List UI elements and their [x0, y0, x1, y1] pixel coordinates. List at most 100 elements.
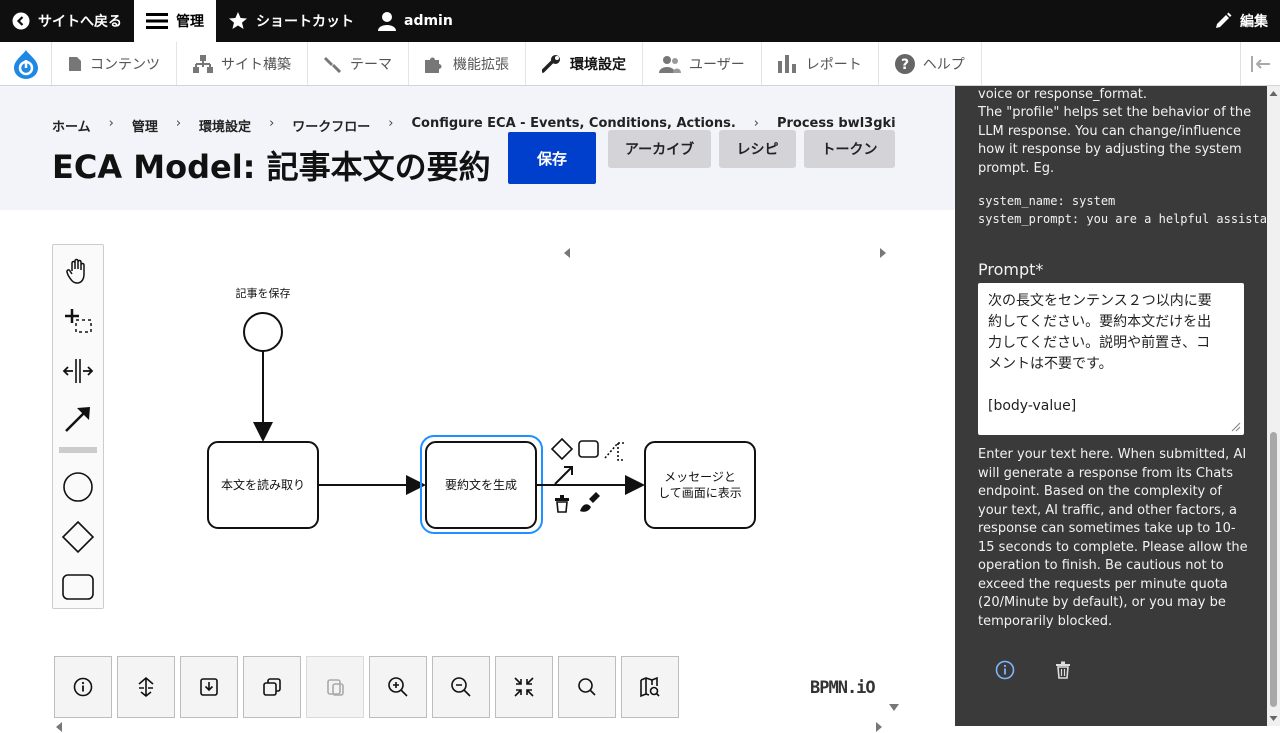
bpmn-io-logo[interactable]: BPMN.iO [810, 678, 876, 698]
panel-scroll-thumb[interactable] [1270, 432, 1277, 707]
help-line-10: temporarily blocked. [978, 613, 1113, 629]
shortcuts-tab[interactable]: ショートカット [216, 0, 366, 42]
breadcrumb-home[interactable]: ホーム [52, 120, 91, 135]
copy-button[interactable] [243, 656, 301, 718]
connect-arrow-icon[interactable] [554, 466, 573, 485]
admin-menu-tray: コンテンツ サイト構築 テーマ 機能拡張 環境設定 ユーザー レポート ? ヘル… [0, 42, 1280, 86]
paste-button[interactable] [306, 656, 364, 718]
panel-scrollbar[interactable] [1267, 86, 1280, 726]
append-task-icon[interactable] [578, 440, 599, 458]
search-button[interactable] [558, 656, 616, 718]
tray-item-structure[interactable]: サイト構築 [177, 42, 308, 85]
tray-item-people[interactable]: ユーザー [643, 42, 762, 85]
canvas-bottom-scrollbar[interactable] [52, 720, 892, 733]
space-tool[interactable] [53, 349, 103, 393]
zoom-in-button[interactable] [369, 656, 427, 718]
breadcrumb-process[interactable]: Process bwl3gki [776, 116, 896, 131]
archive-button[interactable]: アーカイブ [608, 130, 711, 168]
tray-item-label: テーマ [350, 56, 392, 73]
help-icon: ? [894, 53, 915, 74]
scroll-right-icon[interactable] [880, 248, 886, 258]
task-show-message[interactable] [644, 441, 756, 529]
start-event[interactable] [243, 312, 283, 352]
tray-item-label: 環境設定 [570, 56, 626, 73]
tray-item-content[interactable]: コンテンツ [52, 42, 177, 85]
shortcuts-label: ショートカット [256, 14, 354, 30]
breadcrumb-admin[interactable]: 管理 [131, 120, 158, 135]
edit-button[interactable]: 編集 [1202, 0, 1280, 42]
scroll-down-icon[interactable] [886, 700, 902, 716]
people-icon [659, 55, 681, 73]
token-button[interactable]: トークン [804, 130, 895, 168]
zoom-out-button[interactable] [432, 656, 490, 718]
scroll-up-icon[interactable] [1267, 88, 1280, 100]
svg-text:?: ? [901, 57, 909, 73]
scroll-left-icon[interactable] [564, 248, 570, 258]
tray-item-label: ユーザー [689, 56, 745, 73]
breadcrumb-config[interactable]: 環境設定 [199, 120, 252, 135]
create-gateway-tool[interactable] [53, 515, 103, 559]
edit-label: 編集 [1240, 14, 1268, 30]
help-line-6: 15 seconds to complete. Please allow the [978, 539, 1248, 555]
layout-button[interactable] [117, 656, 175, 718]
task-show-message-label-1: メッセージと [664, 470, 736, 484]
prompt-label: Prompt* [978, 260, 1044, 279]
prompt-line: メントは不要です。 [988, 356, 1113, 372]
tray-item-config[interactable]: 環境設定 [526, 42, 643, 85]
tray-item-extend[interactable]: 機能拡張 [409, 42, 526, 85]
tray-collapse-button[interactable] [1240, 42, 1280, 85]
info-icon [73, 677, 93, 697]
info-icon[interactable] [995, 660, 1015, 680]
pencil-icon [1216, 12, 1232, 28]
annotation-icon[interactable] [604, 442, 624, 461]
recipe-button[interactable]: レシピ [719, 130, 796, 168]
bpmn-diagram: 記事を保存 本文を読み取り 要約文を生成 メッセージと して画面に表示 [207, 286, 756, 534]
task-generate-summary-label: 要約文を生成 [445, 477, 517, 492]
start-event-label: 記事を保存 [236, 286, 291, 300]
resize-handle-icon[interactable] [1231, 422, 1241, 432]
tray-item-help[interactable]: ? ヘルプ [879, 42, 982, 85]
palette-separator [59, 447, 97, 453]
zoom-in-icon [388, 677, 408, 697]
help-line-5: response can sometimes take up to 10- [978, 521, 1236, 536]
lasso-select-icon [65, 309, 92, 333]
collapse-icon [1250, 55, 1270, 72]
scroll-right-icon[interactable] [876, 722, 882, 732]
save-button[interactable]: 保存 [508, 132, 596, 184]
collapse-arrows-icon [514, 677, 534, 697]
create-task-tool[interactable] [53, 565, 103, 609]
trash-icon[interactable] [1053, 660, 1073, 680]
minimap-button[interactable] [621, 656, 679, 718]
lasso-tool[interactable] [53, 299, 103, 343]
download-button[interactable] [180, 656, 238, 718]
breadcrumb-workflow[interactable]: ワークフロー [292, 120, 371, 135]
back-to-site-label: サイトへ戻る [38, 14, 122, 30]
connect-tool[interactable] [53, 397, 103, 441]
back-to-site-link[interactable]: サイトへ戻る [0, 0, 134, 42]
scroll-down-icon[interactable] [1267, 712, 1280, 724]
download-icon [200, 678, 218, 696]
scroll-left-icon[interactable] [56, 722, 62, 732]
panel-profile-line-4: prompt. Eg. [978, 160, 1055, 176]
tray-item-reports[interactable]: レポート [762, 42, 879, 85]
user-tab[interactable]: admin [366, 0, 465, 42]
manage-tab[interactable]: 管理 [134, 0, 216, 42]
canvas-top-scrollbar[interactable] [560, 246, 890, 260]
breadcrumb-eca[interactable]: Configure ECA - Events, Conditions, Acti… [411, 116, 736, 131]
map-search-icon [640, 676, 660, 698]
hand-tool[interactable] [53, 249, 103, 293]
create-event-tool[interactable] [53, 465, 103, 509]
manage-label: 管理 [176, 14, 204, 30]
tray-item-label: レポート [805, 56, 862, 73]
properties-panel: voice or response_format. The "profile" … [955, 86, 1267, 726]
delete-trash-icon[interactable] [555, 495, 569, 513]
info-button[interactable] [54, 656, 112, 718]
append-gateway-icon[interactable] [550, 437, 574, 461]
color-brush-icon[interactable] [580, 492, 600, 512]
bottom-toolbar [54, 656, 679, 718]
tray-item-theme[interactable]: テーマ [308, 42, 409, 85]
bar-chart-icon [777, 54, 796, 73]
drupal-logo[interactable] [0, 42, 52, 85]
fit-view-button[interactable] [495, 656, 553, 718]
prompt-textarea[interactable]: 次の長文をセンテンス２つ以内に要 約してください。要約本文だけを出 力してくださ… [978, 283, 1244, 435]
